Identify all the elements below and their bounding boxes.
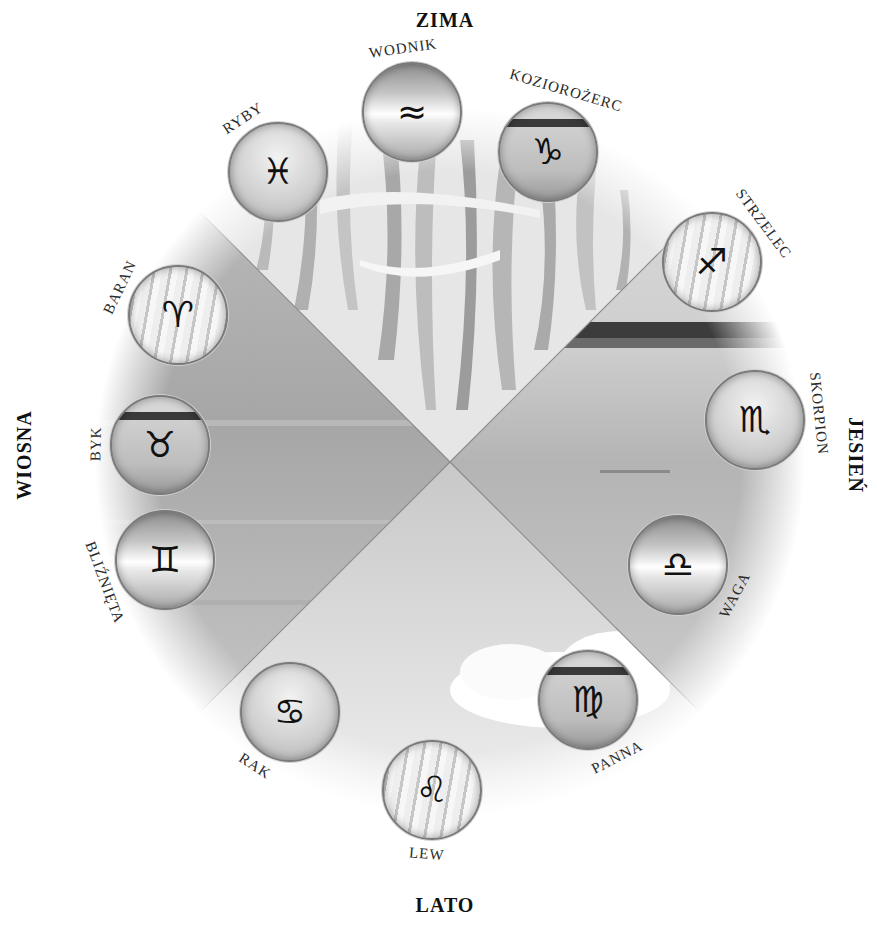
zodiac-circle: ♌LEW: [382, 740, 482, 840]
zodiac-circle: ♏SKORPION: [705, 370, 805, 470]
season-label: LATO: [416, 894, 475, 916]
zodiac-symbol: ♎: [630, 517, 726, 613]
sign-name: WAGA: [716, 569, 753, 620]
sign-name: KOZIOROŻERC: [508, 66, 625, 115]
sign-name: LEW: [408, 844, 445, 863]
zodiac-symbol: ♊: [117, 512, 213, 608]
sign-name: STRZELEC: [732, 186, 794, 262]
zodiac-circle: ♑KOZIOROŻERC: [498, 102, 598, 202]
zodiac-circle: ♍PANNA: [538, 650, 638, 750]
zodiac-symbol: ♉: [112, 397, 208, 493]
sign-name: RYBY: [220, 99, 267, 137]
zodiac-circle: ♐STRZELEC: [662, 212, 762, 312]
zodiac-symbol: ♌: [384, 742, 480, 838]
divider-line: [450, 462, 800, 812]
season-label: JESIEŃ: [845, 417, 867, 493]
zodiac-symbol: ♍: [540, 652, 636, 748]
zodiac-symbol: ♋: [242, 664, 338, 760]
sign-name: BYK: [87, 426, 104, 461]
sign-name: PANNA: [589, 737, 646, 777]
sign-name: BARAN: [100, 258, 140, 317]
sign-name: BLIŹNIĘTA: [82, 539, 127, 625]
zodiac-circle: ♉BYK: [110, 395, 210, 495]
zodiac-symbol: ♓: [230, 124, 326, 220]
zodiac-symbol: ♏: [707, 372, 803, 468]
zodiac-circle: ♊BLIŹNIĘTA: [115, 510, 215, 610]
zodiac-symbol: ♈: [130, 267, 226, 363]
zodiac-symbol: ≈: [364, 64, 460, 160]
zodiac-circle: ♋RAK: [240, 662, 340, 762]
zodiac-circle: ♎WAGA: [628, 515, 728, 615]
zodiac-circle: ≈WODNIK: [362, 62, 462, 162]
zodiac-circle: ♈BARAN: [128, 265, 228, 365]
summer-sky: [50, 462, 850, 862]
season-label: ZIMA: [416, 9, 474, 31]
sign-name: WODNIK: [368, 35, 438, 61]
zodiac-circle: ♓RYBY: [228, 122, 328, 222]
sign-name: SKORPION: [806, 371, 831, 455]
zodiac-symbol: ♐: [664, 214, 760, 310]
sign-name: RAK: [236, 750, 274, 783]
season-label: WIOSNA: [13, 410, 35, 499]
zodiac-symbol: ♑: [500, 104, 596, 200]
